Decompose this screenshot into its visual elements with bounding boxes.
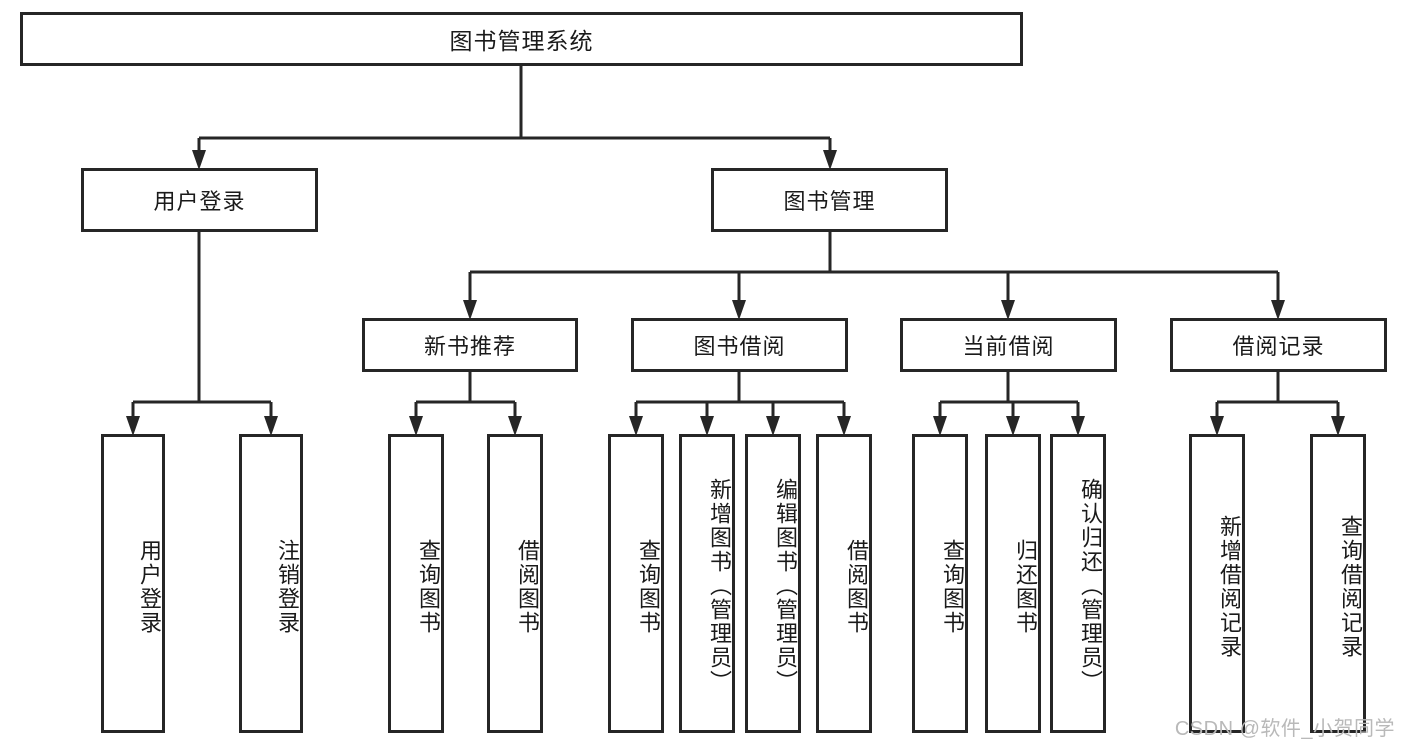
node-new-book-recommend[interactable]: 新书推荐 (362, 318, 578, 372)
node-book-management[interactable]: 图书管理 (711, 168, 948, 232)
node-root-system[interactable]: 图书管理系统 (20, 12, 1023, 66)
node-label: 借阅图书 (515, 538, 540, 635)
leaf-add-book-admin[interactable]: 新增图书（管理员） (679, 434, 735, 733)
leaf-borrow-book-newbook[interactable]: 借阅图书 (487, 434, 543, 733)
node-label: 借阅图书 (844, 538, 869, 635)
node-label: 借阅记录 (1232, 334, 1325, 359)
csdn-watermark: CSDN @软件_小贺同学 (1174, 718, 1395, 740)
leaf-user-login[interactable]: 用户登录 (101, 434, 165, 733)
leaf-query-book-newbook[interactable]: 查询图书 (388, 434, 444, 733)
node-label: 注销登录 (275, 538, 300, 635)
node-label: 用户登录 (137, 538, 162, 635)
leaf-query-book-current[interactable]: 查询图书 (912, 434, 968, 733)
node-label: 图书借阅 (693, 334, 786, 359)
node-label: 新增借阅记录 (1217, 514, 1242, 659)
node-label: 查询图书 (416, 538, 441, 635)
node-label: 归还图书 (1013, 538, 1038, 635)
leaf-logout-login[interactable]: 注销登录 (239, 434, 303, 733)
leaf-edit-book-admin[interactable]: 编辑图书（管理员） (745, 434, 801, 733)
node-label: 查询图书 (940, 538, 965, 635)
node-label: 当前借阅 (962, 334, 1055, 359)
node-label: 编辑图书（管理员） (773, 477, 798, 694)
node-label: 图书管理系统 (449, 28, 594, 54)
leaf-confirm-return-admin[interactable]: 确认归还（管理员） (1050, 434, 1106, 733)
node-label: 查询借阅记录 (1338, 514, 1363, 659)
leaf-borrow-book[interactable]: 借阅图书 (816, 434, 872, 733)
leaf-query-book-borrow[interactable]: 查询图书 (608, 434, 664, 733)
node-book-borrow[interactable]: 图书借阅 (631, 318, 848, 372)
node-label: 确认归还（管理员） (1078, 477, 1103, 694)
node-label: 新增图书（管理员） (707, 477, 732, 694)
node-borrow-record[interactable]: 借阅记录 (1170, 318, 1387, 372)
node-label: 用户登录 (153, 189, 246, 214)
leaf-return-book[interactable]: 归还图书 (985, 434, 1041, 733)
node-label: 查询图书 (636, 538, 661, 635)
node-label: 新书推荐 (423, 334, 516, 359)
node-label: 图书管理 (783, 189, 876, 214)
node-user-login[interactable]: 用户登录 (81, 168, 318, 232)
leaf-query-borrow-record[interactable]: 查询借阅记录 (1310, 434, 1366, 733)
node-current-borrow[interactable]: 当前借阅 (900, 318, 1117, 372)
leaf-add-borrow-record[interactable]: 新增借阅记录 (1189, 434, 1245, 733)
